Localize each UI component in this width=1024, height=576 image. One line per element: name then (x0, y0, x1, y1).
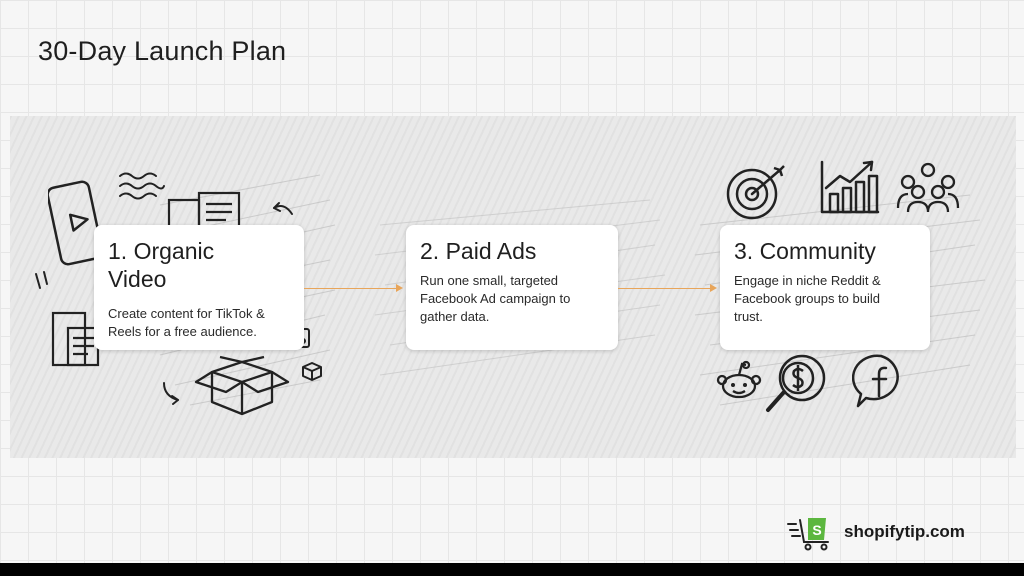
curved-arrow-icon (273, 202, 293, 215)
magnifier-dollar-icon (766, 354, 826, 412)
curved-arrow-icon (163, 382, 179, 405)
sound-waves-icon (119, 172, 165, 200)
brand-logo: S shopifytip.com (786, 512, 965, 552)
motion-lines-icon (35, 271, 48, 289)
connector-line (304, 288, 396, 289)
connector-arrow (396, 284, 403, 292)
letterbox-bar (0, 563, 1024, 576)
growth-chart-icon (820, 160, 880, 214)
shopping-cart-icon: S (787, 518, 829, 551)
step-title: 1. Organic Video (108, 238, 215, 292)
step-title: 3. Community (734, 238, 876, 264)
step-card-community: 3. Community Engage in niche Reddit & Fa… (720, 225, 930, 350)
page-title: 30-Day Launch Plan (38, 36, 287, 66)
step-title: 2. Paid Ads (420, 238, 537, 264)
open-box-icon (194, 355, 290, 416)
step-description: Engage in niche Reddit & Facebook groups… (734, 273, 881, 324)
step-description: Create content for TikTok & Reels for a … (108, 306, 265, 339)
logo-letter: S (812, 522, 821, 538)
reddit-icon (716, 360, 762, 399)
small-box-icon (302, 362, 322, 381)
target-icon (726, 165, 785, 220)
facebook-bubble-icon (852, 354, 899, 408)
smartphone-video-icon (48, 180, 104, 266)
step-card-paid-ads: 2. Paid Ads Run one small, targeted Face… (406, 225, 618, 350)
step-card-organic-video: 1. Organic Video Create content for TikT… (94, 225, 304, 350)
connector-line (618, 288, 710, 289)
step-description: Run one small, targeted Facebook Ad camp… (420, 273, 571, 324)
connector-arrow (710, 284, 717, 292)
brand-name: shopifytip.com (844, 522, 965, 541)
people-group-icon (896, 162, 960, 213)
